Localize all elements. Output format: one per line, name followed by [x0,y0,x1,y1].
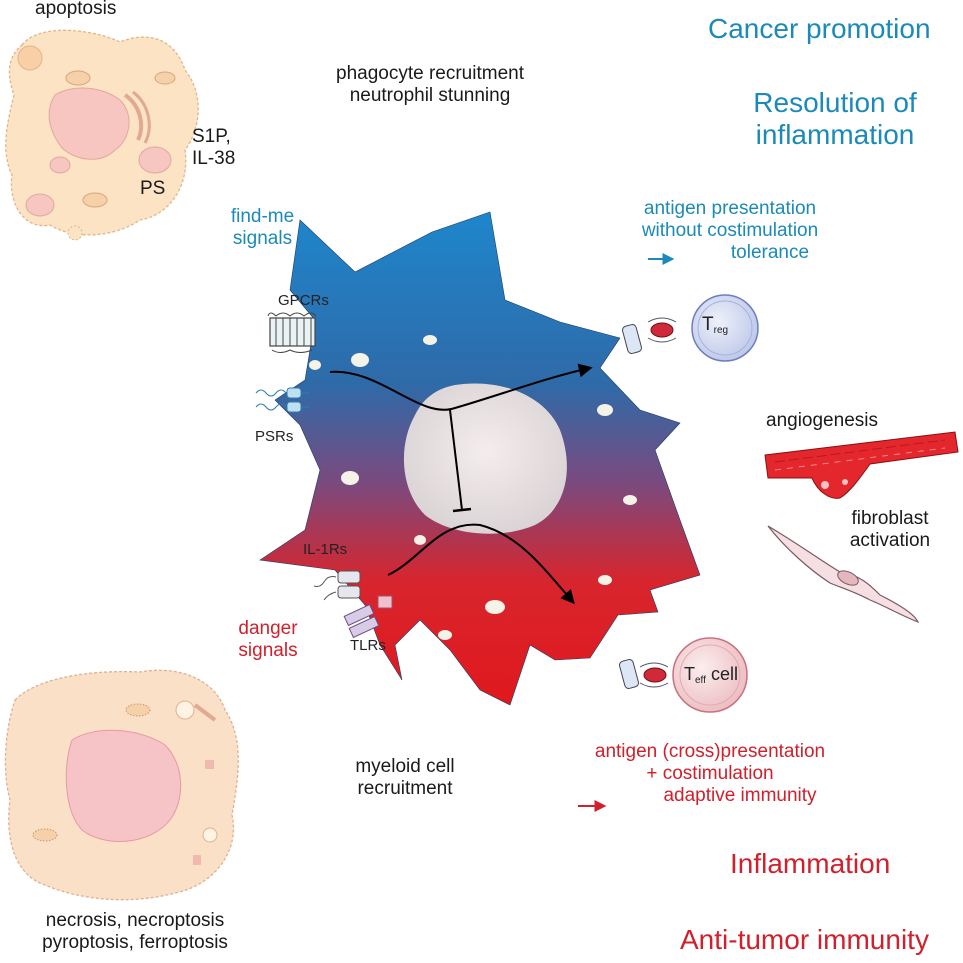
gpcrs-label: GPCRs [278,292,329,309]
treg-label-sub: reg [713,325,729,336]
s1p-label-line1: S1P, [192,126,231,147]
resolution-line1: Resolution of [753,87,917,118]
adaptive-immunity-label: antigen (cross)presentation + costimulat… [555,741,865,807]
s1p-label: S1P, IL-38 [192,126,235,170]
phagocyte-line1: phagocyte recruitment [336,63,524,84]
s1p-label-line2: IL-38 [192,147,236,169]
teff-label-main: T [684,664,695,684]
fibroblast-activation-label: fibroblast activation [830,508,950,552]
inflammation-label: Inflammation [730,848,891,879]
fibroblast-icon [767,525,920,624]
tolerance-line2: without costimulation [641,219,819,241]
treg-synapse [622,294,759,362]
anti-tumor-immunity-label: Anti-tumor immunity [680,924,929,955]
find-me-line2: signals [232,227,293,249]
cancer-promotion-label: Cancer promotion [708,13,931,44]
necrosis-label: necrosis, necroptosis pyroptosis, ferrop… [20,910,250,954]
apoptotic-cell [5,29,199,241]
adaptive-line1: antigen (cross)presentation [594,741,826,762]
find-me-line1: find-me [230,206,295,227]
blood-vessel-icon [764,431,959,499]
phagocyte-cell [259,211,701,706]
resolution-of-inflammation-label: Resolution of inflammation [730,87,940,151]
danger-signals-label: danger signals [218,618,318,662]
tolerance-line1: antigen presentation [643,198,817,219]
danger-line1: danger [238,618,298,639]
psr-receptor-icon [255,387,310,413]
myeloid-recruitment-label: myeloid cell recruitment [335,756,475,800]
myeloid-line1: myeloid cell [355,756,455,777]
danger-line2: signals [238,639,298,661]
necrosis-label-line2: pyroptosis, ferroptosis [42,931,228,953]
tlrs-label: TLRs [350,637,386,654]
treg-label-main: T [702,314,714,335]
angiogenesis-label: angiogenesis [766,410,878,431]
teff-label-sub: eff [695,675,706,686]
teff-label: Teff cell [684,664,738,687]
signaling-arrows [329,363,593,605]
adaptive-line3: adaptive immunity [663,784,817,806]
apoptosis-label: apoptosis [35,0,117,19]
gpcr-receptor-icon [267,312,317,353]
il1r-receptor-icon [313,570,361,601]
ps-label: PS [140,178,166,199]
adaptive-line2: + costimulation [646,762,774,784]
necrotic-cell [4,669,239,901]
fibroblast-line2: activation [849,529,931,551]
fibroblast-line1: fibroblast [851,508,929,529]
il1rs-label: IL-1Rs [303,541,348,558]
treg-label: Treg [702,314,728,337]
phagocyte-recruitment-label: phagocyte recruitment neutrophil stunnin… [300,63,560,107]
necrosis-label-line1: necrosis, necroptosis [45,910,225,931]
tlr-receptor-icon [343,595,393,639]
teff-label-suffix: cell [705,664,738,684]
find-me-signals-label: find-me signals [210,206,315,250]
teff-synapse [619,637,748,713]
resolution-line2: inflammation [755,119,915,151]
tolerance-label: antigen presentation without costimulati… [600,198,860,264]
phagocyte-line2: neutrophil stunning [349,84,511,106]
tolerance-line3: tolerance [730,241,810,263]
myeloid-line2: recruitment [357,777,453,799]
psrs-label: PSRs [255,428,294,445]
